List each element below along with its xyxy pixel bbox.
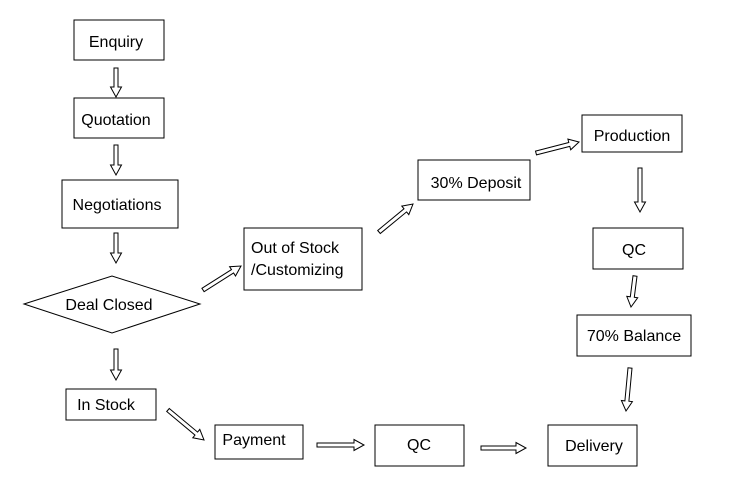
node-deposit: 30% Deposit — [417, 159, 531, 201]
arrow-payment-to-qc — [316, 438, 366, 452]
node-balance: 70% Balance — [576, 314, 692, 357]
node-enquiry: Enquiry — [73, 19, 165, 61]
node-deal-closed: Deal Closed — [22, 275, 202, 334]
node-payment: Payment — [214, 424, 304, 460]
arrow-out-of-stock-to-deposit — [376, 203, 414, 235]
node-production: Production — [581, 114, 683, 153]
node-in-stock-label: In Stock — [77, 397, 136, 414]
node-qc-payment-label: QC — [407, 437, 431, 454]
node-out-of-stock: Out of Stock /Customizing — [243, 227, 363, 291]
arrow-in-stock-to-payment — [165, 407, 205, 441]
node-negotiations-label: Negotiations — [73, 197, 162, 214]
node-production-label: Production — [594, 128, 671, 145]
node-qc-payment: QC — [374, 424, 465, 467]
node-out-of-stock-label-line2: /Customizing — [251, 262, 343, 279]
arrow-balance-to-delivery — [620, 367, 634, 413]
arrow-quotation-to-negotiations — [109, 144, 123, 177]
node-in-stock: In Stock — [65, 388, 157, 421]
arrow-group — [109, 67, 647, 455]
node-delivery: Delivery — [547, 424, 638, 467]
node-qc-production: QC — [592, 227, 684, 270]
node-deal-closed-label: Deal Closed — [65, 297, 152, 314]
arrow-qc-to-balance — [626, 275, 639, 309]
arrow-deposit-to-production — [534, 138, 581, 156]
arrow-enquiry-to-quotation — [109, 67, 123, 99]
node-payment-label: Payment — [222, 432, 286, 449]
node-negotiations: Negotiations — [61, 179, 179, 229]
node-quotation-label: Quotation — [81, 112, 150, 129]
arrow-negotiations-to-deal-closed — [109, 232, 123, 265]
node-delivery-label: Delivery — [565, 438, 623, 455]
node-enquiry-label: Enquiry — [89, 34, 143, 51]
node-deposit-label: 30% Deposit — [431, 175, 522, 192]
node-quotation: Quotation — [73, 97, 165, 139]
node-qc-production-label: QC — [622, 242, 646, 259]
arrow-qc-to-delivery — [480, 441, 528, 455]
node-out-of-stock-label-line1: Out of Stock — [251, 240, 340, 257]
arrow-production-to-qc — [633, 167, 647, 214]
arrow-deal-closed-to-out-of-stock — [201, 265, 242, 293]
node-balance-label: 70% Balance — [587, 328, 681, 345]
arrow-deal-closed-to-in-stock — [109, 348, 123, 382]
